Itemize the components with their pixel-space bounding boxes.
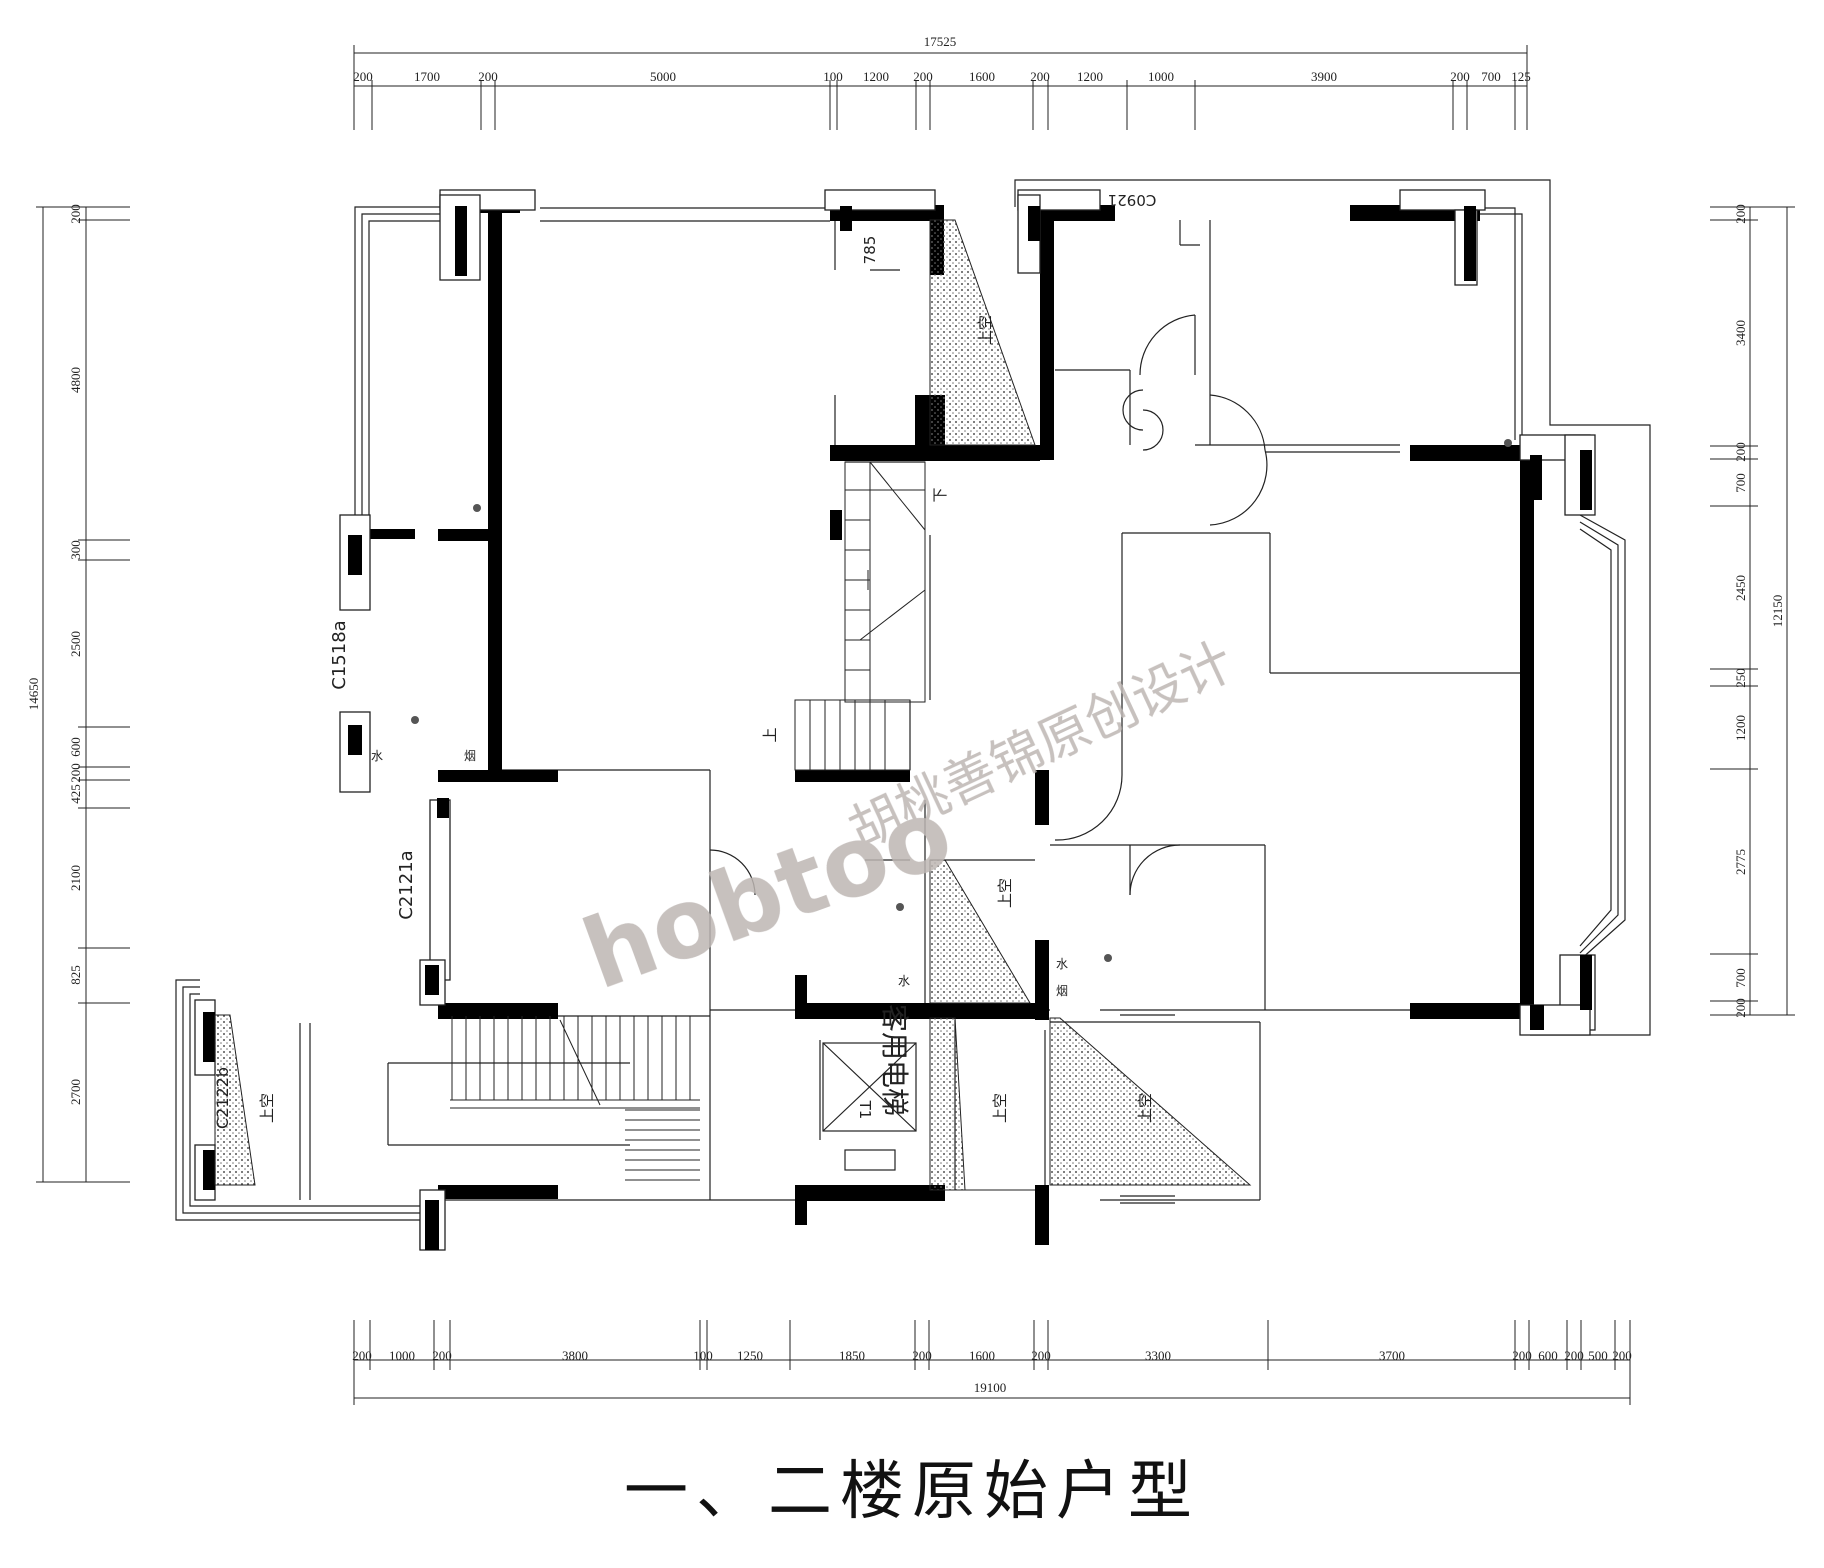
- dim-label: 200: [432, 1348, 452, 1363]
- watermark-text: 胡桃善锦原创设计: [840, 632, 1242, 862]
- elevator: [822, 1042, 917, 1171]
- dim-label: 1600: [969, 1348, 995, 1363]
- dim-label: 2100: [68, 865, 83, 891]
- dim-label: 200: [1564, 1348, 1584, 1363]
- void-label: 上空: [991, 1093, 1009, 1123]
- water-label: 水: [898, 974, 910, 988]
- dim-label: 200: [68, 763, 83, 783]
- right-dimension-chain: [1710, 206, 1795, 1016]
- dim-label: 200: [1733, 998, 1748, 1018]
- dim-label: 200: [1612, 1348, 1632, 1363]
- right-total-dimension: 12150: [1770, 595, 1785, 628]
- dim-label: 700: [1733, 968, 1748, 988]
- left-total-dimension: 14650: [26, 678, 41, 711]
- dim-label: 200: [1031, 1348, 1051, 1363]
- dim-label: 1600: [969, 69, 995, 84]
- dim-label: 700: [1481, 69, 1501, 84]
- dim-label: 300: [68, 540, 83, 560]
- dim-label: 3300: [1145, 1348, 1171, 1363]
- dim-label: 5000: [650, 69, 676, 84]
- elevator-code: T1: [856, 1100, 874, 1120]
- dim-label: 1000: [1148, 69, 1174, 84]
- top-total-dimension: 17525: [924, 34, 957, 49]
- dim-label: 1200: [1077, 69, 1103, 84]
- dim-label: 1250: [737, 1348, 763, 1363]
- smoke-label: 烟: [1056, 984, 1068, 998]
- watermark: hobtoo 胡桃善锦原创设计: [570, 632, 1243, 1012]
- dim-label: 3900: [1311, 69, 1337, 84]
- dim-label: 200: [912, 1348, 932, 1363]
- dim-label: 200: [1733, 204, 1748, 224]
- dim-label: 200: [1733, 442, 1748, 462]
- window-code-c2122b: C2122b: [213, 1067, 232, 1129]
- dim-label: 3400: [1733, 320, 1748, 346]
- dim-label: 200: [478, 69, 498, 84]
- window-codes: C0921 C1518a C2121a C2122b: [213, 191, 1156, 1129]
- window-code-c0921: C0921: [1108, 191, 1157, 209]
- bottom-total-dimension: 19100: [974, 1380, 1007, 1395]
- plan-title: 一、二楼原始户型: [624, 1455, 1200, 1529]
- dim-label: 600: [1538, 1348, 1558, 1363]
- dim-label: 700: [1733, 473, 1748, 493]
- dim-label: 500: [1588, 1348, 1608, 1363]
- dim-label: 2775: [1733, 849, 1748, 875]
- window-code-c2121a: C2121a: [396, 850, 417, 919]
- void-label: 上空: [258, 1093, 276, 1123]
- bottom-dimension-labels: 200 1000 200 3800 100 1250 1850 200 1600…: [352, 1348, 1632, 1363]
- dim-label: 4800: [68, 367, 83, 393]
- smoke-label: 烟: [464, 749, 476, 763]
- dim-label: 825: [68, 965, 83, 985]
- elevator-name: 客用电梯: [878, 1004, 911, 1116]
- dim-label: 125: [1511, 69, 1531, 84]
- dim-label: 100: [693, 1348, 713, 1363]
- water-label: 水: [1056, 957, 1068, 971]
- dim-label: 1000: [389, 1348, 415, 1363]
- dim-label: 200: [353, 69, 373, 84]
- dim-label: 200: [913, 69, 933, 84]
- window-code-c1518a: C1518a: [329, 620, 350, 689]
- up-label: 上: [761, 727, 779, 742]
- dim-label: 600: [68, 737, 83, 757]
- dim-label: 200: [1512, 1348, 1532, 1363]
- thick-walls: [198, 195, 1534, 1245]
- dim-label: 3800: [562, 1348, 588, 1363]
- void-hatches: [214, 219, 1252, 1191]
- dim-label: 2450: [1733, 575, 1748, 601]
- top-dimension-chain: [353, 45, 1528, 130]
- dim-label: 200: [68, 204, 83, 224]
- stair-lower: [450, 1016, 700, 1181]
- dim-label: 200: [352, 1348, 372, 1363]
- dim-label: 200: [1030, 69, 1050, 84]
- doors: [709, 314, 1268, 896]
- water-label: 水: [371, 749, 383, 763]
- left-dimension-chain: [36, 206, 130, 1183]
- right-dimension-labels: 12150 200 3400 200 700 2450 250 1200 277…: [1733, 204, 1785, 1018]
- window-black-blocks: [203, 206, 1592, 1250]
- dim-label: 1200: [863, 69, 889, 84]
- dim-label: 425: [68, 784, 83, 804]
- void-label: 上空: [1136, 1093, 1154, 1123]
- stair-main: [794, 461, 926, 771]
- dim-label: 1700: [414, 69, 440, 84]
- dim-label: 2500: [68, 631, 83, 657]
- room-labels: 上空 上空 上空 上空 上空 上 下 785 水 烟 水 水 烟: [258, 236, 1154, 1123]
- void-label: 上空: [976, 315, 994, 345]
- left-dimension-labels: 14650 200 4800 300 2500 600 200 425 2100…: [26, 204, 83, 1105]
- building-outlines: [175, 179, 1651, 1250]
- top-dimension-labels: 200 1700 200 5000 100 1200 200 1600 200 …: [353, 69, 1531, 84]
- dim-label: 250: [1733, 668, 1748, 688]
- drain-points: [411, 439, 1512, 962]
- void-label: 上空: [996, 878, 1014, 908]
- dim-label: 2700: [68, 1079, 83, 1105]
- dim-label: 1850: [839, 1348, 865, 1363]
- dim-label: 1200: [1733, 715, 1748, 741]
- bottom-dimension-chain: [353, 1320, 1631, 1405]
- dim-label: 200: [1450, 69, 1470, 84]
- down-label: 下: [931, 487, 949, 502]
- dim-label: 100: [823, 69, 843, 84]
- dim-label: 3700: [1379, 1348, 1405, 1363]
- dim-785-label: 785: [861, 236, 879, 265]
